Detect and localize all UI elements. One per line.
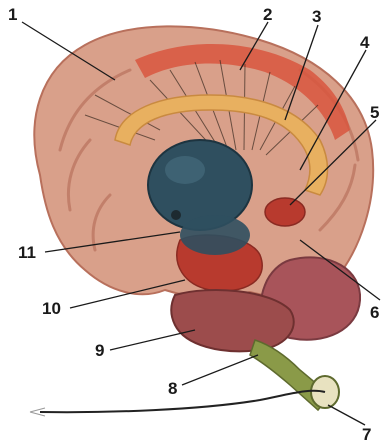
red-structure bbox=[265, 198, 305, 226]
label-8: 8 bbox=[168, 380, 177, 397]
label-3: 3 bbox=[312, 8, 321, 25]
label-7: 7 bbox=[362, 426, 371, 443]
label-11: 11 bbox=[18, 244, 36, 261]
label-10: 10 bbox=[42, 300, 61, 317]
label-1: 1 bbox=[8, 6, 17, 23]
small-nucleus bbox=[171, 210, 181, 220]
label-2: 2 bbox=[263, 6, 272, 23]
label-6: 6 bbox=[370, 304, 379, 321]
thalamus bbox=[148, 140, 252, 230]
nerve-fiber bbox=[40, 391, 325, 412]
label-9: 9 bbox=[95, 342, 104, 359]
lower-nucleus bbox=[180, 215, 250, 255]
label-5: 5 bbox=[370, 104, 379, 121]
label-4: 4 bbox=[360, 34, 369, 51]
